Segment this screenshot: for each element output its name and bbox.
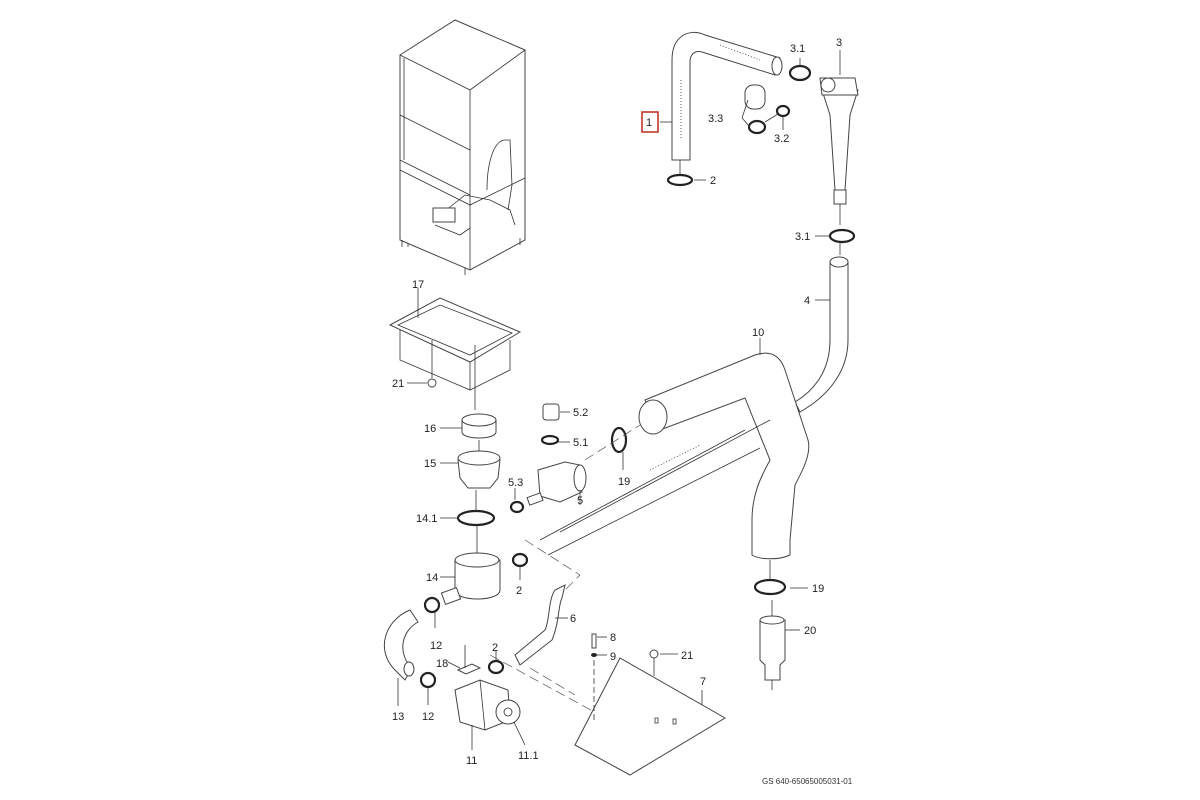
label-11[interactable]: 11 xyxy=(466,755,477,767)
footer: GS 640-650 65005031-01 xyxy=(762,777,853,786)
label-3[interactable]: 3 xyxy=(836,37,842,49)
label-21-right[interactable]: 21 xyxy=(681,650,693,662)
label-2-top[interactable]: 2 xyxy=(710,175,716,187)
part-1-hose[interactable] xyxy=(641,31,783,161)
label-19-lower[interactable]: 19 xyxy=(812,583,824,595)
label-5-1[interactable]: 5.1 xyxy=(573,437,588,449)
footer-doc-number: 65005031-01 xyxy=(805,777,853,786)
part-11-pump[interactable] xyxy=(454,679,526,750)
part-19-clamp-lower[interactable] xyxy=(753,560,808,596)
part-17-tray[interactable] xyxy=(388,288,522,410)
label-3-2[interactable]: 3.2 xyxy=(774,133,789,145)
label-5-3[interactable]: 5.3 xyxy=(508,477,523,489)
machine-overview xyxy=(399,19,526,275)
part-12-clamp-lower[interactable] xyxy=(419,671,437,705)
label-10[interactable]: 10 xyxy=(752,327,764,339)
label-14-1[interactable]: 14.1 xyxy=(416,513,437,525)
label-6[interactable]: 6 xyxy=(570,613,576,625)
part-7-plate[interactable] xyxy=(574,657,726,776)
part-9-washer[interactable] xyxy=(591,653,607,720)
label-11-1[interactable]: 11.1 xyxy=(518,750,539,762)
label-3-1-bottom[interactable]: 3.1 xyxy=(795,231,810,243)
label-2-middle[interactable]: 2 xyxy=(516,585,522,597)
part-3-3-cap[interactable] xyxy=(741,84,767,135)
part-8-bolt[interactable] xyxy=(591,633,607,649)
part-19-clamp-upper[interactable] xyxy=(584,424,641,470)
part-6-hose[interactable] xyxy=(514,539,581,666)
part-5-2-cap[interactable] xyxy=(542,403,570,421)
highlight-box xyxy=(641,111,659,133)
label-18[interactable]: 18 xyxy=(436,658,448,670)
part-15-drain-fitting[interactable] xyxy=(440,440,501,489)
label-20[interactable]: 20 xyxy=(804,625,816,637)
label-3-1-top[interactable]: 3.1 xyxy=(790,43,805,55)
label-16[interactable]: 16 xyxy=(424,423,436,435)
part-3-2-o-ring[interactable] xyxy=(764,104,791,130)
part-21-nut-left[interactable] xyxy=(407,340,437,388)
label-12-upper[interactable]: 12 xyxy=(430,640,442,652)
label-17[interactable]: 17 xyxy=(412,279,424,291)
part-2-clamp-top[interactable] xyxy=(666,160,706,187)
part-14-1-o-ring[interactable] xyxy=(440,490,496,527)
part-3-1-clamp-bottom[interactable] xyxy=(815,228,856,255)
part-5-3-clip[interactable] xyxy=(509,488,525,514)
part-5-valve[interactable] xyxy=(526,461,587,506)
label-3-3[interactable]: 3.3 xyxy=(708,113,723,125)
part-labels: 1 2 3 3.1 3.3 3.2 3.1 4 10 17 21 16 15 1… xyxy=(392,37,842,767)
part-12-clamp-upper[interactable] xyxy=(423,596,441,628)
label-8[interactable]: 8 xyxy=(610,632,616,644)
part-20-connector[interactable] xyxy=(759,600,800,690)
label-7[interactable]: 7 xyxy=(700,676,706,688)
part-13-hose[interactable] xyxy=(383,609,419,706)
label-19-upper[interactable]: 19 xyxy=(618,476,630,488)
label-9[interactable]: 9 xyxy=(610,651,616,663)
label-13[interactable]: 13 xyxy=(392,711,404,723)
label-5-2[interactable]: 5.2 xyxy=(573,407,588,419)
part-5-1-o-ring[interactable] xyxy=(540,434,570,446)
footer-model: GS 640-650 xyxy=(762,777,806,786)
part-21-nut-right[interactable] xyxy=(649,649,678,676)
part-10-hose[interactable] xyxy=(539,338,810,560)
part-2-clamp-middle[interactable] xyxy=(511,552,529,580)
part-14-housing[interactable] xyxy=(440,525,501,606)
label-4[interactable]: 4 xyxy=(804,295,810,307)
label-14[interactable]: 14 xyxy=(426,572,438,584)
label-21-left[interactable]: 21 xyxy=(392,378,404,390)
label-1[interactable]: 1 xyxy=(646,117,652,129)
label-15[interactable]: 15 xyxy=(424,458,436,470)
part-3-cyclone[interactable] xyxy=(819,50,859,225)
label-2-lower[interactable]: 2 xyxy=(492,642,498,654)
part-16-strainer[interactable] xyxy=(440,413,497,439)
part-18-bracket[interactable] xyxy=(447,645,482,675)
part-4-hose[interactable] xyxy=(794,256,849,413)
label-5[interactable]: 5 xyxy=(577,495,583,507)
part-3-1-clamp-top[interactable] xyxy=(788,58,812,82)
label-12-lower[interactable]: 12 xyxy=(422,711,434,723)
